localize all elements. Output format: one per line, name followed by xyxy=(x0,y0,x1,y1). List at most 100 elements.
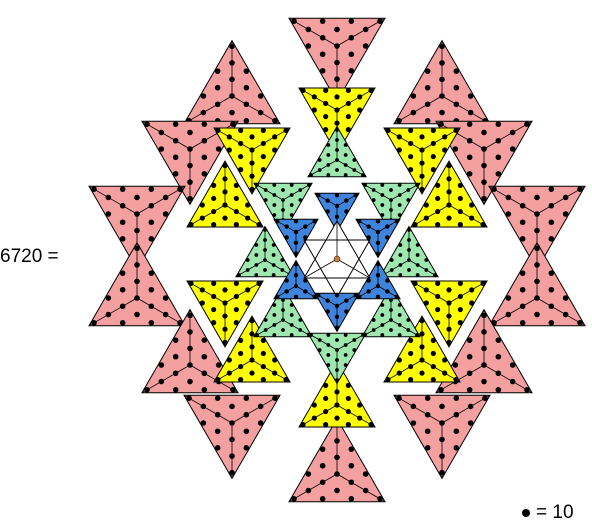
outer-triangle-4-dot xyxy=(466,121,473,127)
third-triangle-7-dot xyxy=(335,338,339,342)
outer-triangle-12-dot xyxy=(453,445,460,451)
second-triangle-0-dot xyxy=(357,94,363,100)
inner-triangle-2-dot xyxy=(366,224,371,229)
outer-triangle-8-dot xyxy=(577,320,583,326)
outer-triangle-4-dot xyxy=(452,146,459,152)
outer-triangle-6-dot xyxy=(505,211,512,217)
inner-triangle-3-dot xyxy=(275,294,280,300)
second-triangle-4-dot xyxy=(435,182,441,188)
second-triangle-5-dot xyxy=(233,280,239,286)
outer-triangle-12-dot xyxy=(424,411,431,418)
outer-triangle-3-dot xyxy=(158,146,165,152)
outer-triangle-6-spoke xyxy=(536,185,586,215)
second-triangle-3-spoke xyxy=(186,204,226,228)
third-triangle-3-dot xyxy=(254,243,259,247)
second-triangle-8-dot xyxy=(396,357,402,363)
inner-triangle-4-dot xyxy=(366,289,371,294)
third-triangle-3-dot xyxy=(254,253,259,257)
outer-triangle-13-dot xyxy=(305,487,312,494)
outer-triangle-9-dot xyxy=(144,387,150,393)
second-triangle-8-dot xyxy=(419,331,425,337)
third-triangle-6-dot xyxy=(389,328,393,332)
third-triangle-4-dot xyxy=(415,243,420,247)
second-triangle-7-dot xyxy=(226,357,232,363)
second-triangle-5-dot xyxy=(188,280,194,286)
third-triangle-3-dot xyxy=(271,253,276,257)
outer-triangle-10-dot xyxy=(466,337,473,343)
second-triangle-2-dot xyxy=(430,127,436,133)
outer-triangle-8-dot xyxy=(534,311,540,318)
outer-triangle-2-dot xyxy=(410,93,417,99)
outer-triangle-7-dot xyxy=(134,295,140,301)
outer-triangle-11-dot xyxy=(243,445,250,451)
outer-triangle-8-spoke xyxy=(488,297,538,327)
second-triangle-8-dot xyxy=(442,370,448,376)
third-triangle-2-dot xyxy=(363,183,367,187)
third-triangle-0-spoke xyxy=(307,159,338,178)
outer-triangle-6-dot xyxy=(519,219,526,226)
second-triangle-0-dot xyxy=(334,94,340,100)
outer-triangle-3-dot xyxy=(158,129,165,136)
second-triangle-2-dot xyxy=(396,147,402,153)
outer-triangle-2-dot xyxy=(467,93,474,99)
second-triangle-6-dot xyxy=(435,293,441,300)
outer-triangle-0-dot xyxy=(348,34,355,41)
outer-triangle-3-dot xyxy=(201,154,208,161)
outer-triangle-11-dot xyxy=(229,469,235,476)
outer-triangle-9-dot xyxy=(172,370,179,377)
inner-triangle-1-dot xyxy=(293,240,299,246)
outer-triangle-7-dot xyxy=(105,311,112,318)
outer-triangle-3-dot xyxy=(172,154,179,161)
outer-triangle-9-dot xyxy=(172,337,179,343)
third-triangle-6-dot xyxy=(415,333,419,337)
second-triangle-6-spoke xyxy=(448,280,488,304)
outer-triangle-8-dot xyxy=(562,311,569,318)
second-triangle-2-dot xyxy=(419,173,425,179)
third-triangle-6-dot xyxy=(371,318,376,322)
third-triangle-0-dot xyxy=(326,153,331,157)
second-triangle-2-dot xyxy=(408,127,414,133)
inner-triangle-0-dot xyxy=(353,192,358,198)
outer-triangle-0-dot xyxy=(348,68,355,74)
second-triangle-1-dot xyxy=(226,134,232,140)
outer-triangle-11-dot xyxy=(214,428,221,435)
second-triangle-9-dot xyxy=(334,389,340,395)
second-triangle-5-spoke xyxy=(224,280,264,304)
third-triangle-3-dot xyxy=(263,228,267,232)
outer-triangle-12-dot xyxy=(439,453,445,459)
equation-label: 6720 = xyxy=(0,246,59,267)
outer-triangle-2-dot xyxy=(424,101,431,108)
outer-triangle-0-dot xyxy=(319,18,326,24)
inner-triangle-5-dot xyxy=(353,292,358,298)
outer-triangle-1-dot xyxy=(243,68,250,74)
outer-triangle-5-dot xyxy=(148,186,155,192)
outer-triangle-1-dot xyxy=(257,109,264,116)
second-triangle-0-dot xyxy=(345,100,351,107)
second-triangle-1-dot xyxy=(238,127,244,133)
second-triangle-7-dot xyxy=(249,331,255,337)
second-triangle-7-dot xyxy=(215,377,221,383)
second-triangle-5-dot xyxy=(256,280,262,286)
second-triangle-5-dot xyxy=(199,287,205,293)
third-triangle-3-dot xyxy=(237,273,241,277)
third-triangle-5-dot xyxy=(272,323,277,327)
outer-triangle-0-dot xyxy=(334,76,340,82)
outer-triangle-9-dot xyxy=(230,387,236,393)
outer-triangle-1-dot xyxy=(229,76,235,83)
inner-triangle-1-dot xyxy=(293,218,299,224)
outer-triangle-9-dot xyxy=(201,370,208,377)
inner-triangle-1-dot xyxy=(284,235,289,240)
outer-triangle-0-dot xyxy=(305,43,312,49)
outer-triangle-7-dot xyxy=(134,245,140,252)
outer-triangle-3-dot xyxy=(201,171,208,177)
second-triangle-0-dot xyxy=(368,87,374,93)
second-triangle-4-dot xyxy=(446,189,452,195)
outer-triangle-6-dot xyxy=(519,202,526,209)
third-triangle-1-dot xyxy=(272,183,277,187)
outer-triangle-2-dot xyxy=(439,109,445,116)
outer-triangle-1-dot xyxy=(200,109,207,116)
second-triangle-0-dot xyxy=(323,113,329,120)
third-triangle-2-dot xyxy=(380,203,385,207)
third-triangle-1-dot xyxy=(263,198,268,202)
